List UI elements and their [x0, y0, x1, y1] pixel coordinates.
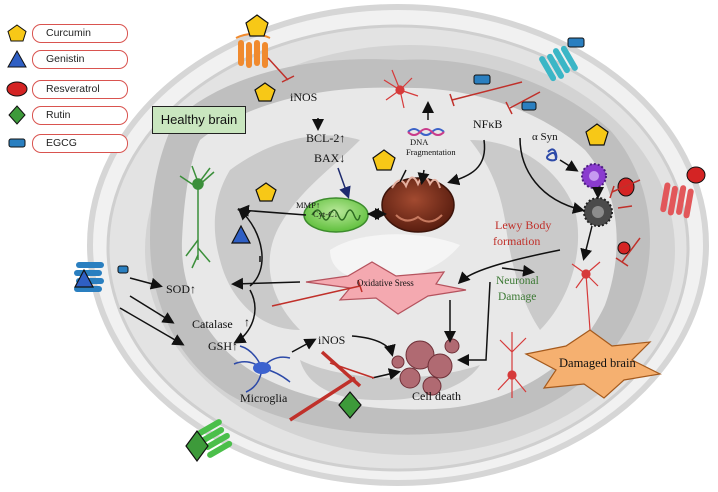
ellipse-icon [6, 81, 28, 97]
dna-fragmentation-label-1: DNA [410, 137, 429, 147]
damaged-brain-label: Damaged brain [559, 356, 636, 370]
cytc-label: Cyt-C↓ [313, 209, 339, 219]
legend-pill [32, 134, 128, 153]
inos-bottom-label: iNOS [318, 333, 346, 347]
healthy-brain-label: Healthy brain [152, 106, 246, 134]
large-inhibition-symbol [289, 350, 362, 422]
sod-label: SOD↑ [166, 282, 197, 296]
legend-pill [32, 50, 128, 69]
cell-death-label: Cell death [412, 389, 461, 403]
catalase-label: Catalase [192, 317, 233, 331]
resveratrol-ellipse-3 [617, 241, 631, 255]
rutin-diamond-2 [185, 429, 209, 463]
legend-label: Curcumin [46, 27, 91, 39]
genistin-triangle-1 [231, 224, 251, 244]
nucleus [381, 176, 455, 233]
legend-pill [32, 106, 128, 125]
bax-label: BAX↓ [314, 151, 346, 165]
neuronal-damage-label-2: Damage [498, 291, 537, 303]
dna-fragmentation-label-2: Fragmentation [406, 147, 456, 157]
resveratrol-ellipse-2 [686, 166, 706, 184]
pathway-arrows [119, 101, 604, 380]
damaged-brain-star [524, 329, 662, 399]
triangle-icon [7, 50, 27, 68]
inhibition-lines [267, 57, 641, 379]
compound-markers [74, 14, 706, 463]
resveratrol-ellipse-1 [617, 177, 635, 197]
curcumin-pentagon-right [585, 123, 609, 146]
microglia-label: Microglia [240, 391, 288, 405]
receptor-red [660, 182, 694, 219]
legend-label: Resveratrol [46, 83, 100, 95]
gsh-label: GSH↑ [208, 339, 239, 353]
egcg-pill-4 [117, 265, 129, 274]
catalase-arrow: ↑ [244, 315, 250, 329]
legend-label: Rutin [46, 109, 71, 121]
lewy-body-purple [581, 163, 607, 189]
inos-top-label: iNOS [290, 90, 318, 104]
egcg-pill-3 [521, 101, 537, 111]
legend-label: EGCG [46, 137, 77, 149]
receptor-teal [539, 45, 578, 82]
lewy-body-label-1: Lewy Body [495, 218, 552, 232]
egcg-pill-2 [473, 74, 491, 85]
red-neuron-right [571, 261, 601, 331]
lewy-body-dark [583, 197, 613, 227]
egcg-pill-1 [567, 37, 585, 48]
genistin-triangle-2 [74, 268, 94, 288]
red-neuron-top [383, 69, 419, 109]
cell-death-cluster [391, 338, 460, 396]
legend-label: Genistin [46, 53, 85, 65]
curcumin-pentagon-top [245, 14, 269, 37]
lewy-body-label-2: formation [493, 234, 541, 248]
receptor-green [196, 419, 233, 458]
neuronal-damage-label-1: Neuronal [496, 275, 539, 287]
brain-cell-background [87, 4, 709, 486]
mmp-label: MMP↑ [296, 200, 321, 210]
oxidative-stress-star [305, 261, 467, 315]
legend-pill [32, 24, 128, 43]
red-neuron-bottom [497, 332, 527, 398]
healthy-neuron [179, 165, 215, 269]
receptor-orange [235, 33, 271, 68]
alpha-syn-label: α Syn [532, 131, 558, 143]
oxidative-stress-label: Oxidative Sress [357, 278, 414, 288]
microglia-cell [233, 345, 291, 393]
alpha-syn-squiggle [546, 148, 558, 162]
rutin-diamond-1 [338, 391, 362, 419]
nfkb-label: NFκB [473, 117, 503, 131]
diamond-icon [8, 105, 26, 125]
curcumin-pentagon-mito [255, 182, 277, 202]
bcl2-label: BCL-2↑ [306, 131, 346, 145]
pentagon-icon [7, 24, 27, 42]
curcumin-pentagon-nucleus [372, 149, 396, 171]
legend-pill [32, 80, 128, 99]
rounded-rect-icon [8, 138, 26, 148]
curcumin-pentagon-inos [254, 82, 276, 102]
dna-helix [407, 128, 445, 136]
